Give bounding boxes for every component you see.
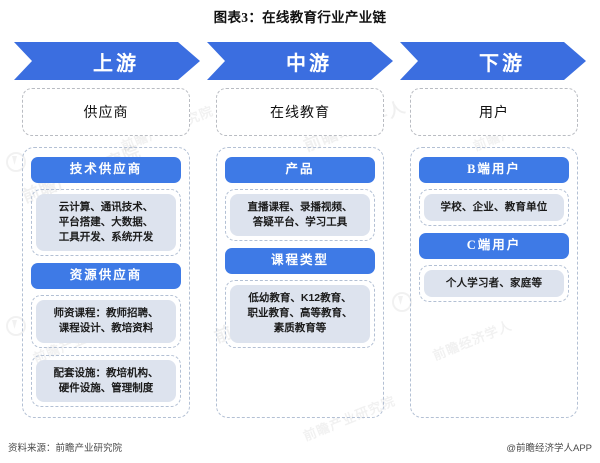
group-pill-label[interactable]: 资源供应商 [31, 263, 181, 290]
group-product: 产品 直播课程、录播视频、 答疑平台、学习工具 [225, 157, 375, 242]
value-chain-columns: 供应商 技术供应商 云计算、通讯技术、 平台搭建、大数据、 工具开发、系统开发 … [22, 88, 578, 418]
group-detail-wrapper: 低幼教育、K12教育、 职业教育、高等教育、 素质教育等 [225, 279, 375, 348]
chart-title: 图表3：在线教育行业产业链 [213, 10, 387, 25]
stage-arrow-midstream[interactable]: 中游 [207, 42, 393, 80]
column-body-downstream: B端用户 学校、企业、教育单位 C端用户 个人学习者、家庭等 [410, 147, 578, 418]
column-header-downstream: 用户 [410, 88, 578, 136]
source-label: 资料来源：前瞻产业研究院 [8, 443, 123, 454]
column-body-midstream: 产品 直播课程、录播视频、 答疑平台、学习工具 课程类型 低幼教育、K12教育、… [216, 147, 384, 418]
stage-arrow-downstream[interactable]: 下游 [400, 42, 586, 80]
stage-arrow-label: 下游 [479, 52, 525, 75]
group-b-end-user: B端用户 学校、企业、教育单位 [419, 157, 569, 226]
footer: 资料来源：前瞻产业研究院 @前瞻经济学人APP [8, 440, 592, 454]
group-pill-label[interactable]: 产品 [225, 157, 375, 183]
group-resource-supplier: 资源供应商 师资课程：教师招聘、 课程设计、教培资料 [31, 263, 181, 348]
column-body-upstream: 技术供应商 云计算、通讯技术、 平台搭建、大数据、 工具开发、系统开发 资源供应… [22, 146, 190, 418]
group-detail-text: 师资课程：教师招聘、 课程设计、教培资料 [36, 300, 176, 343]
value-chain-stages: 上游 中游 下游 [14, 42, 586, 80]
stage-arrow-upstream[interactable]: 上游 [14, 42, 200, 80]
group-detail-wrapper: 配套设施：教培机构、 硬件设施、管理制度 [31, 354, 181, 407]
stage-arrow-label: 上游 [93, 52, 139, 75]
group-detail-wrapper: 个人学习者、家庭等 [419, 264, 569, 302]
group-detail-text: 学校、企业、教育单位 [424, 193, 564, 221]
column-downstream: 用户 B端用户 学校、企业、教育单位 C端用户 个人学习者、家庭等 [410, 88, 578, 418]
group-detail-wrapper: 直播课程、录播视频、 答疑平台、学习工具 [225, 188, 375, 242]
group-pill-label[interactable]: 技术供应商 [31, 156, 181, 183]
group-detail-text: 个人学习者、家庭等 [424, 269, 564, 297]
group-pill-label[interactable]: B端用户 [419, 157, 569, 183]
group-detail-wrapper: 师资课程：教师招聘、 课程设计、教培资料 [31, 295, 181, 348]
group-detail-text: 云计算、通讯技术、 平台搭建、大数据、 工具开发、系统开发 [36, 193, 176, 252]
group-course-type: 课程类型 低幼教育、K12教育、 职业教育、高等教育、 素质教育等 [225, 248, 375, 348]
brand-label: @前瞻经济学人APP [506, 443, 592, 454]
column-header-upstream: 供应商 [22, 88, 190, 136]
group-supporting-facilities: 配套设施：教培机构、 硬件设施、管理制度 [31, 354, 181, 407]
group-detail-text: 直播课程、录播视频、 答疑平台、学习工具 [230, 193, 370, 237]
column-upstream: 供应商 技术供应商 云计算、通讯技术、 平台搭建、大数据、 工具开发、系统开发 … [22, 88, 190, 418]
group-detail-text: 低幼教育、K12教育、 职业教育、高等教育、 素质教育等 [230, 284, 370, 343]
group-detail-wrapper: 云计算、通讯技术、 平台搭建、大数据、 工具开发、系统开发 [31, 188, 181, 257]
column-midstream: 在线教育 产品 直播课程、录播视频、 答疑平台、学习工具 课程类型 低幼教育、K… [216, 88, 384, 418]
column-header-midstream: 在线教育 [216, 88, 384, 136]
group-detail-text: 配套设施：教培机构、 硬件设施、管理制度 [36, 359, 176, 402]
stage-arrow-label: 中游 [286, 52, 332, 75]
group-pill-label[interactable]: C端用户 [419, 232, 569, 259]
group-detail-wrapper: 学校、企业、教育单位 [419, 188, 569, 226]
group-c-end-user: C端用户 个人学习者、家庭等 [419, 232, 569, 302]
group-tech-supplier: 技术供应商 云计算、通讯技术、 平台搭建、大数据、 工具开发、系统开发 [31, 156, 181, 257]
group-pill-label[interactable]: 课程类型 [225, 248, 375, 274]
